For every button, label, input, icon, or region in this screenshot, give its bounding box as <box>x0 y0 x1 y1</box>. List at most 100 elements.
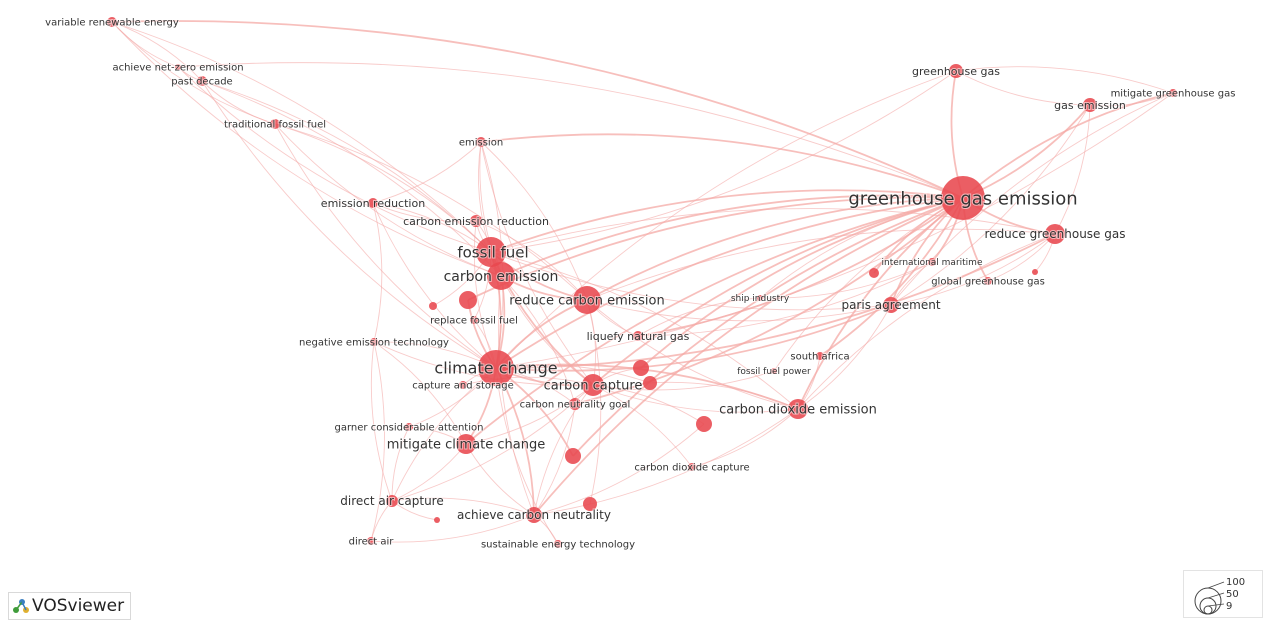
node-fossil-fuel[interactable] <box>476 237 506 267</box>
link-carbon-capture--carbon-dioxide-capture <box>592 384 693 468</box>
legend-tick-medium <box>1207 592 1225 599</box>
node-label-direct-air[interactable]: direct air <box>348 536 396 549</box>
node-variable-renewable-energy[interactable] <box>107 17 117 27</box>
node-carbon-emission-reduction[interactable] <box>470 215 482 227</box>
node-label-traditional-fossil-fuel[interactable]: traditional fossil fuel <box>223 119 327 132</box>
link-liquefy-natural-gas--greenhouse-gas-emission <box>637 197 964 337</box>
node-carbon-neutrality-goal[interactable] <box>569 398 581 410</box>
node-gas-emission[interactable] <box>1083 98 1097 112</box>
node-direct-air-capture[interactable] <box>386 495 398 507</box>
node-greenhouse-gas[interactable] <box>949 64 963 78</box>
node-replace-fossil-fuel[interactable] <box>470 316 478 324</box>
node-emission-reduction[interactable] <box>368 198 378 208</box>
legend-value-large: 100 <box>1226 577 1245 588</box>
node-south-africa[interactable] <box>816 352 824 360</box>
node-label-fossil-fuel-power[interactable]: fossil fuel power <box>736 366 812 378</box>
node-label-climate-change[interactable]: climate change <box>433 358 558 379</box>
node-carbon-emission[interactable] <box>487 262 515 290</box>
node-achieve-carbon-neutrality[interactable] <box>526 507 542 523</box>
node-label-carbon-neutrality-goal[interactable]: carbon neutrality goal <box>519 399 632 412</box>
link-gas-emission--mitigate-greenhouse-gas <box>1089 92 1174 107</box>
node-label-garner-considerable-attention[interactable]: garner considerable attention <box>334 422 485 435</box>
node-label-greenhouse-gas[interactable]: greenhouse gas <box>911 64 1001 79</box>
node-traditional-fossil-fuel[interactable] <box>270 119 280 129</box>
node-label-carbon-emission-reduction[interactable]: carbon emission reduction <box>402 214 550 229</box>
node-unlabeled-3[interactable] <box>643 376 657 390</box>
node-label-greenhouse-gas-emission[interactable]: greenhouse gas emission <box>847 187 1078 210</box>
node-unlabeled-5[interactable] <box>565 448 581 464</box>
node-label-south-africa[interactable]: south africa <box>789 351 850 364</box>
node-unlabeled-9[interactable] <box>869 268 879 278</box>
node-garner-considerable-attention[interactable] <box>405 423 413 431</box>
legend-value-medium: 50 <box>1226 589 1239 600</box>
node-carbon-dioxide-emission[interactable] <box>788 399 808 419</box>
node-label-international-maritime[interactable]: international maritime <box>881 257 984 269</box>
node-label-fossil-fuel[interactable]: fossil fuel <box>456 242 529 262</box>
node-label-mitigate-greenhouse-gas[interactable]: mitigate greenhouse gas <box>1110 88 1237 101</box>
node-carbon-dioxide-capture[interactable] <box>688 463 696 471</box>
node-unlabeled-10[interactable] <box>1032 269 1038 275</box>
node-unlabeled-7[interactable] <box>434 517 440 523</box>
node-label-variable-renewable-energy[interactable]: variable renewable energy <box>44 17 180 30</box>
node-label-replace-fossil-fuel[interactable]: replace fossil fuel <box>429 315 519 328</box>
link-past-decade--traditional-fossil-fuel <box>201 80 276 125</box>
node-mitigate-greenhouse-gas[interactable] <box>1169 89 1177 97</box>
labels-layer: variable renewable energy achieve net-zer… <box>44 17 1237 552</box>
node-global-greenhouse-gas[interactable] <box>984 277 992 285</box>
node-label-achieve-carbon-neutrality[interactable]: achieve carbon neutrality <box>456 507 612 523</box>
node-unlabeled-2[interactable] <box>633 360 649 376</box>
node-past-decade[interactable] <box>197 76 207 86</box>
node-capture-and-storage[interactable] <box>459 381 467 389</box>
node-label-carbon-dioxide-capture[interactable]: carbon dioxide capture <box>633 462 750 475</box>
node-direct-air[interactable] <box>367 537 375 545</box>
node-label-ship-industry[interactable]: ship industry <box>730 293 791 305</box>
link-traditional-fossil-fuel--climate-change <box>274 123 497 369</box>
node-achieve-net-zero-emission[interactable] <box>175 64 181 70</box>
node-label-reduce-greenhouse-gas[interactable]: reduce greenhouse gas <box>984 226 1127 242</box>
node-label-sustainable-energy-technology[interactable]: sustainable energy technology <box>480 539 636 552</box>
node-label-mitigate-climate-change[interactable]: mitigate climate change <box>386 437 547 454</box>
link-emission--greenhouse-gas-emission <box>480 133 964 199</box>
node-ship-industry[interactable] <box>757 295 763 301</box>
node-unlabeled-4[interactable] <box>696 416 712 432</box>
node-label-achieve-net-zero-emission[interactable]: achieve net-zero emission <box>111 62 244 75</box>
node-label-capture-and-storage[interactable]: capture and storage <box>411 380 514 393</box>
node-label-gas-emission[interactable]: gas emission <box>1053 98 1127 113</box>
node-label-carbon-dioxide-emission[interactable]: carbon dioxide emission <box>718 402 878 419</box>
node-climate-change[interactable] <box>478 350 514 386</box>
node-label-emission-reduction[interactable]: emission reduction <box>320 196 426 211</box>
link-variable-renewable-energy--fossil-fuel <box>111 21 492 253</box>
node-label-global-greenhouse-gas[interactable]: global greenhouse gas <box>930 276 1046 289</box>
node-sustainable-energy-technology[interactable] <box>554 540 562 548</box>
link-variable-renewable-energy--carbon-emission <box>111 21 502 277</box>
node-paris-agreement[interactable] <box>883 297 899 313</box>
node-label-negative-emission-technology[interactable]: negative emission technology <box>298 337 450 350</box>
node-negative-emission-technology[interactable] <box>370 338 378 346</box>
node-reduce-greenhouse-gas[interactable] <box>1045 224 1065 244</box>
node-label-carbon-capture[interactable]: carbon capture <box>543 378 644 395</box>
node-fossil-fuel-power[interactable] <box>771 368 777 374</box>
node-label-liquefy-natural-gas[interactable]: liquefy natural gas <box>586 329 691 344</box>
node-reduce-carbon-emission[interactable] <box>573 286 601 314</box>
node-international-maritime[interactable] <box>928 258 936 266</box>
node-label-direct-air-capture[interactable]: direct air capture <box>339 493 445 509</box>
node-unlabeled-8[interactable] <box>583 497 597 511</box>
node-liquefy-natural-gas[interactable] <box>633 331 643 341</box>
node-label-past-decade[interactable]: past decade <box>170 76 233 89</box>
link-greenhouse-gas--gas-emission <box>955 70 1091 106</box>
node-carbon-capture[interactable] <box>582 374 604 396</box>
node-greenhouse-gas-emission[interactable] <box>941 176 985 220</box>
node-mitigate-climate-change[interactable] <box>456 434 476 454</box>
link-climate-change--sustainable-energy-technology <box>495 367 559 545</box>
node-label-reduce-carbon-emission[interactable]: reduce carbon emission <box>508 293 666 310</box>
node-label-emission[interactable]: emission <box>458 137 504 150</box>
link-unlabeled-3--carbon-dioxide-emission <box>649 381 799 410</box>
link-greenhouse-gas--climate-change <box>495 70 957 369</box>
node-unlabeled-1[interactable] <box>459 291 477 309</box>
node-unlabeled-6[interactable] <box>429 302 437 310</box>
node-label-paris-agreement[interactable]: paris agreement <box>840 297 941 313</box>
node-emission[interactable] <box>476 137 486 147</box>
node-label-carbon-emission[interactable]: carbon emission <box>443 268 560 286</box>
